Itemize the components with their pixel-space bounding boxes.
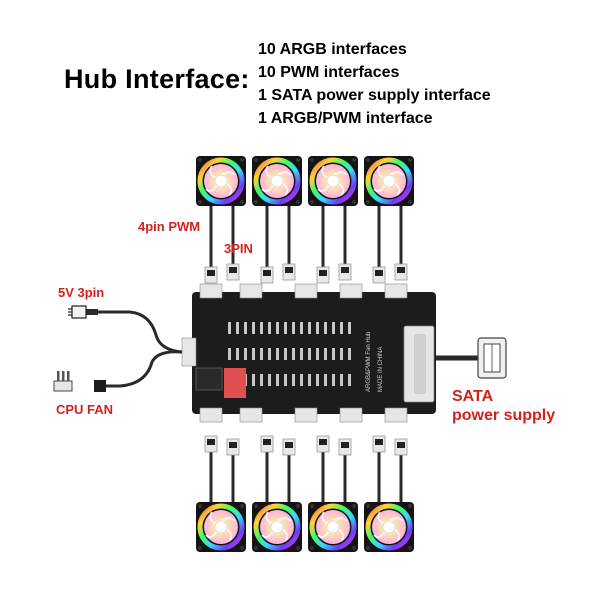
fan-bottom-4 (364, 502, 414, 552)
label-3pin: 3PIN (224, 241, 253, 256)
label-4pin-pwm: 4pin PWM (138, 219, 201, 234)
spec-sata: 1 SATA power supply interface (258, 87, 491, 104)
made-in-text: MADE IN CHINA (378, 347, 384, 392)
fan-top-1 (196, 156, 246, 206)
model-text: ARGB&PWM Fan Hub (366, 331, 372, 392)
fan-top-4 (364, 156, 414, 206)
page-title: Hub Interface: (64, 64, 250, 94)
bottom-plugs (204, 435, 408, 456)
fan-bottom-2 (252, 502, 302, 552)
label-sata-line1: SATA (452, 388, 494, 405)
cpu-fan-plug-icon (94, 380, 106, 392)
argb-5v-plug-icon (68, 305, 98, 319)
top-plugs (204, 263, 408, 284)
spec-list: 10 ARGB interfaces 10 PWM interfaces 1 S… (258, 38, 491, 130)
spec-argb-pwm: 1 ARGB/PWM interface (258, 110, 433, 127)
sata-cable (436, 337, 507, 379)
bottom-cables (209, 447, 403, 502)
spec-argb: 10 ARGB interfaces (258, 41, 407, 58)
label-cpu-fan: CPU FAN (56, 402, 114, 417)
input-header (181, 337, 197, 367)
spec-pwm: 10 PWM interfaces (258, 64, 400, 81)
left-cables (98, 310, 183, 388)
label-5v-3pin: 5V 3pin (58, 285, 105, 300)
fan-bottom-1 (196, 502, 246, 552)
jumper-block (224, 368, 246, 398)
label-sata-line2: power supply (452, 407, 556, 424)
fan-top-3 (308, 156, 358, 206)
cpu-fan-header-icon (53, 371, 73, 392)
fan-bottom-3 (308, 502, 358, 552)
fan-top-2 (252, 156, 302, 206)
top-cables (209, 206, 403, 268)
hub-board: MADE IN CHINA ARGB&PWM Fan Hub (181, 283, 436, 423)
